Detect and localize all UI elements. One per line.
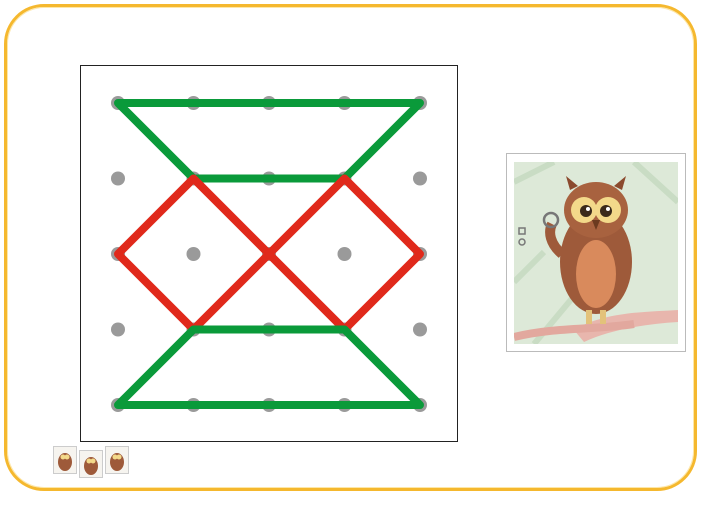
bottom-trapezoid [118,330,420,406]
peg [111,323,125,337]
peg [338,247,352,261]
peg [187,247,201,261]
peg [413,172,427,186]
owl-thumbnail-icon[interactable] [53,446,77,474]
owl-picture-card [506,153,686,352]
peg [111,172,125,186]
owl-thumbnail-icon[interactable] [79,450,103,478]
owl-illustration-icon [514,162,678,344]
peg [413,323,427,337]
geoboard [80,65,458,442]
top-trapezoid [118,103,420,179]
owl-thumbnail-icon[interactable] [105,446,129,474]
geoboard-canvas [81,66,459,443]
thumbnail-strip [53,446,131,476]
